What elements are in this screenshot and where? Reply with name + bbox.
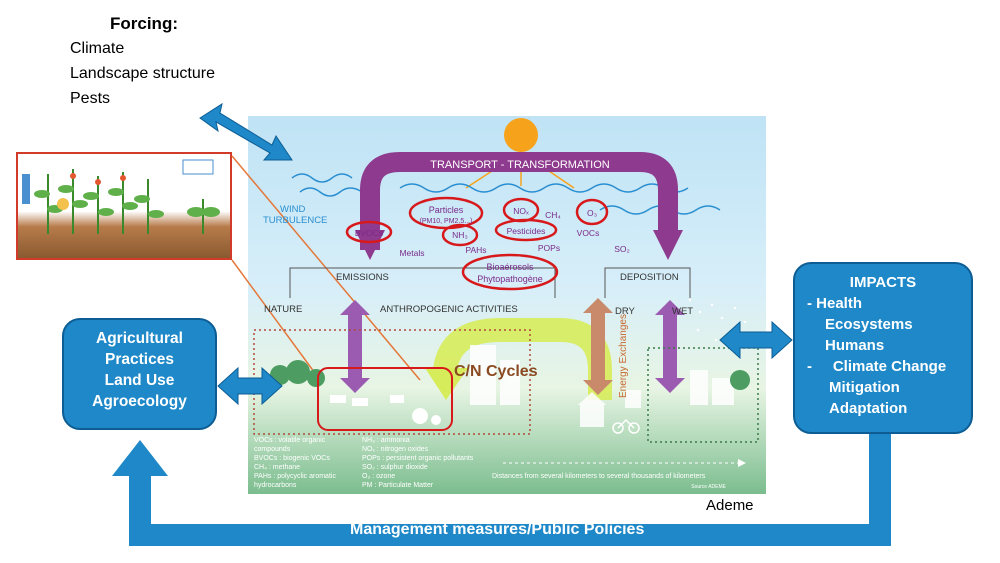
management-label: Management measures/Public Policies — [350, 521, 645, 538]
transport-arrow-left — [355, 230, 385, 260]
agri-double-arrow — [217, 366, 283, 406]
crop-plants-icon — [22, 159, 220, 234]
cn-cycles-label: C/N Cycles — [454, 363, 538, 380]
agri-line: Agricultural — [96, 330, 183, 347]
nature-label: NATURE — [264, 304, 302, 315]
turbulence-label: TURBULENCE — [263, 215, 327, 226]
impacts-line: Humans — [825, 337, 885, 354]
impacts-line: - Climate Change — [807, 358, 947, 375]
legend-right-line: PM : Particulate Matter — [362, 482, 434, 489]
source-label: Source ADEME — [691, 484, 726, 490]
impacts-box: IMPACTS - Health Ecosystems Humans - Cli… — [793, 262, 973, 434]
legend-right-line: POPs : persistent organic pollutants — [362, 455, 474, 462]
impacts-line: - Health — [807, 295, 863, 312]
pahs-label: PAHs — [465, 245, 486, 255]
deposition-label: DEPOSITION — [620, 272, 679, 283]
bvocs-label: BVOCs — [355, 228, 383, 238]
pops-label: POPs — [538, 243, 560, 253]
wind-label: WIND — [280, 204, 305, 215]
energy-exchanges-label: Energy Exchanges — [618, 314, 629, 398]
deposition-zone-outline — [647, 347, 759, 443]
agricultural-practices-box: Agricultural Practices Land Use Agroecol… — [62, 318, 217, 430]
pm-label: (PM10, PM2.5...) — [420, 218, 473, 225]
farm-animals — [330, 395, 441, 425]
forcing-item-pests: Pests — [70, 90, 111, 107]
emission-arrow-nature — [340, 300, 370, 393]
wet-label: WET — [672, 306, 693, 317]
forcing-title: Forcing: — [110, 14, 178, 33]
o3-label: O₃ — [587, 208, 597, 218]
impacts-line: Mitigation — [829, 379, 900, 396]
legend-left-line: BVOCs : biogenic VOCs — [254, 455, 330, 462]
impacts-line: Adaptation — [829, 400, 908, 417]
dry-label: DRY — [615, 306, 636, 317]
metals-label: Metals — [399, 248, 424, 258]
legend-left-line: PAHs : polycyclic aromatic — [254, 473, 336, 480]
ademe-credit: Ademe — [706, 497, 754, 514]
cn-cycle-arrowhead — [425, 368, 468, 400]
particles-label: Particles — [429, 205, 464, 215]
transport-arrow-right — [653, 230, 683, 260]
forcing-item-climate: Climate — [70, 40, 125, 57]
transport-arc — [360, 152, 678, 250]
link-line-bottom — [231, 259, 321, 381]
legend-left-line: compounds — [254, 446, 291, 453]
phytopathogene-label: Phytopathogène — [477, 274, 543, 284]
city-buildings — [470, 345, 734, 427]
cyclist-icon — [612, 418, 640, 434]
agri-line: Agroecology — [92, 393, 187, 410]
ch4-label: CH₄ — [545, 210, 561, 220]
agri-line: Practices — [105, 351, 174, 368]
emissions-label: EMISSIONS — [336, 272, 389, 283]
anthropogenic-label: ANTHROPOGENIC ACTIVITIES — [380, 304, 518, 315]
deposition-bracket — [604, 267, 691, 298]
legend-right-line: NH₃ : ammonia — [362, 437, 410, 444]
legend-left: VOCs : volatile organic compounds BVOCs … — [254, 437, 336, 489]
legend-right-line: O₃ : ozone — [362, 473, 395, 480]
agri-line: Land Use — [104, 372, 175, 389]
legend-right: NH₃ : ammonia NOₓ : nitrogen oxides POPs… — [362, 437, 474, 489]
legend-left-line: VOCs : volatile organic — [254, 437, 326, 444]
nh3-label: NH₃ — [452, 230, 468, 240]
energy-exchange-arrow — [583, 298, 613, 395]
nox-label: NOₓ — [513, 206, 529, 216]
bioaerosols-label: Bioaérosols — [486, 262, 534, 272]
legend-right-line: NOₓ : nitrogen oxides — [362, 446, 429, 453]
pesticides-label: Pesticides — [507, 226, 546, 236]
impacts-line: Ecosystems — [825, 316, 913, 333]
legend-left-line: CH₄ : methane — [254, 464, 300, 471]
distances-label: Distances from several kilometers to sev… — [492, 473, 706, 480]
plant-inset-image — [16, 152, 232, 260]
forcing-double-arrow — [199, 102, 293, 161]
impacts-title: IMPACTS — [849, 274, 917, 291]
vocs-label: VOCs — [577, 228, 600, 238]
impacts-double-arrow — [719, 320, 793, 360]
pollutant-outlines — [345, 196, 609, 291]
wind-icon — [291, 173, 721, 215]
emissions-bracket — [289, 267, 556, 298]
feedback-loop-arrow — [112, 434, 891, 546]
forcing-item-landscape: Landscape structure — [70, 65, 215, 82]
legend-left-line: hydrocarbons — [254, 482, 297, 489]
deposition-arrow-wet — [655, 300, 685, 393]
farm-area-outline — [317, 367, 453, 431]
transport-label: TRANSPORT - TRANSFORMATION — [430, 159, 610, 171]
legend-right-line: SO₂ : sulphur dioxide — [362, 464, 428, 471]
so2-label: SO₂ — [614, 244, 630, 254]
